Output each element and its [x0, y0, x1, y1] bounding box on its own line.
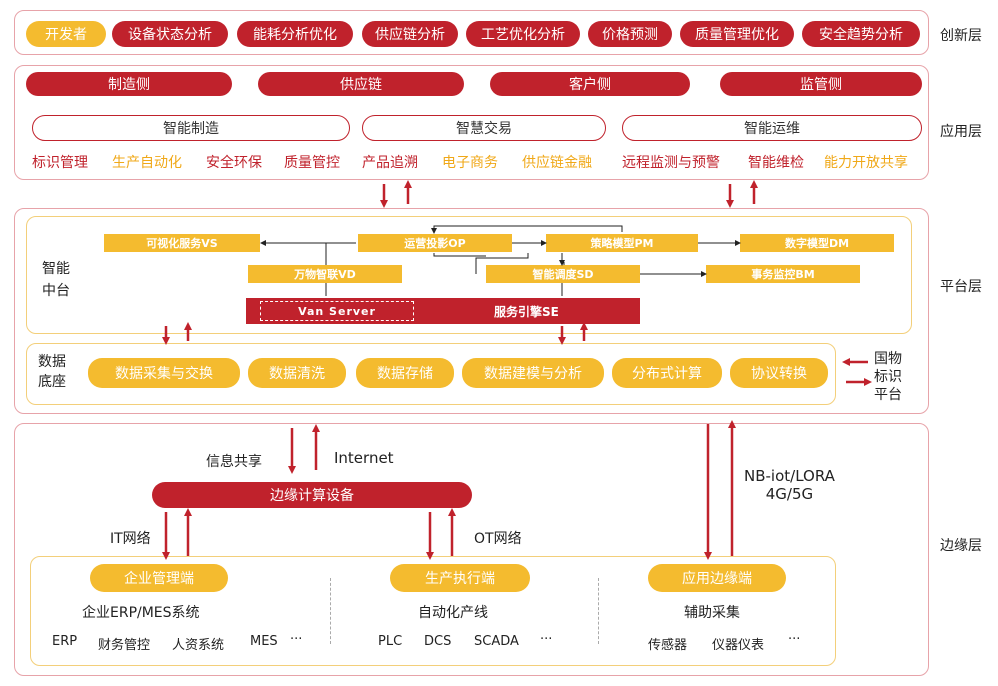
ot-network-label: OT网络	[474, 531, 522, 547]
van-server-box: Van Server	[260, 301, 414, 321]
enterprise-item: 人资系统	[172, 638, 225, 653]
national-id-platform-label: 国物 标识 平台	[874, 351, 902, 403]
edge-divider	[330, 578, 331, 644]
enterprise-item: ERP	[52, 634, 78, 649]
innovation-item: 设备状态分析	[112, 21, 228, 47]
platform-edge-arrows	[288, 424, 320, 474]
side-pill: 监管侧	[720, 72, 922, 96]
module-op: 运营投影OP	[358, 234, 512, 252]
data-base-label: 数据 底座	[38, 354, 66, 390]
module-flow-lines	[260, 225, 741, 296]
production-badge: 生产执行端	[390, 564, 530, 592]
platform-layer-box	[14, 208, 929, 414]
info-share-label: 信息共享	[206, 454, 262, 470]
innovation-layer-box	[14, 10, 929, 55]
app-edge-item: ···	[788, 632, 801, 647]
enterprise-title: 企业ERP/MES系统	[82, 605, 200, 621]
module-pm: 策略模型PM	[546, 234, 698, 252]
edge-divider	[598, 578, 599, 644]
nb-iot-label: NB-iot/LORA 4G/5G	[744, 467, 835, 503]
national-id-arrows	[842, 358, 872, 386]
side-pill: 客户侧	[490, 72, 690, 96]
data-base-item: 数据存储	[356, 358, 454, 388]
developer-pill: 开发者	[26, 21, 106, 47]
app-item: 远程监测与预警	[622, 155, 720, 171]
side-pill: 制造侧	[26, 72, 232, 96]
data-base-item: 数据建模与分析	[462, 358, 604, 388]
group-pill: 智能运维	[622, 115, 922, 141]
app-edge-item: 仪器仪表	[712, 638, 765, 653]
app-item: 供应链金融	[522, 155, 592, 171]
production-item: ···	[540, 632, 553, 647]
innovation-item: 能耗分析优化	[237, 21, 353, 47]
device-it-arrows	[162, 508, 192, 560]
layer-label-application: 应用层	[940, 124, 982, 140]
innovation-item: 工艺优化分析	[466, 21, 580, 47]
enterprise-badge: 企业管理端	[90, 564, 228, 592]
middle-platform-box	[26, 216, 912, 334]
middle-base-arrows-left	[162, 322, 192, 345]
application-layer-box	[14, 65, 929, 180]
middle-platform-label: 智能 中台	[42, 261, 70, 299]
data-base-item: 协议转换	[730, 358, 828, 388]
side-pill: 供应链	[258, 72, 464, 96]
app-item: 安全环保	[206, 155, 262, 171]
innovation-item: 安全趋势分析	[802, 21, 920, 47]
app-edge-item: 传感器	[648, 638, 688, 653]
innovation-item: 质量管理优化	[680, 21, 794, 47]
van-server-label: Van Server	[298, 304, 376, 318]
module-vd: 万物智联VD	[248, 265, 402, 283]
app-platform-arrows-right	[726, 180, 758, 208]
app-item: 生产自动化	[112, 155, 182, 171]
edge-layer-box	[14, 423, 929, 676]
production-title: 自动化产线	[418, 605, 488, 621]
service-engine-bar	[246, 298, 640, 324]
module-sd: 智能调度SD	[486, 265, 640, 283]
innovation-item: 供应链分析	[362, 21, 458, 47]
internet-label: Internet	[334, 449, 394, 467]
nb-iot-arrows	[704, 420, 736, 560]
enterprise-item: 财务管控	[98, 638, 151, 653]
edge-device-bar: 边缘计算设备	[152, 482, 472, 508]
app-item: 能力开放共享	[824, 155, 908, 171]
app-item: 质量管控	[284, 155, 340, 171]
innovation-item: 价格预测	[588, 21, 672, 47]
group-pill: 智能制造	[32, 115, 350, 141]
data-base-item: 数据清洗	[248, 358, 346, 388]
production-item: PLC	[378, 634, 403, 649]
app-item: 电子商务	[442, 155, 498, 171]
production-item: DCS	[424, 634, 452, 649]
layer-label-innovation: 创新层	[940, 28, 982, 44]
group-pill: 智慧交易	[362, 115, 606, 141]
layer-label-edge: 边缘层	[940, 538, 982, 554]
data-base-box	[26, 343, 836, 405]
app-item: 标识管理	[32, 155, 88, 171]
service-engine-label: 服务引擎SE	[494, 305, 559, 319]
enterprise-item: MES	[250, 634, 278, 649]
data-base-item: 数据采集与交换	[88, 358, 240, 388]
module-vs: 可视化服务VS	[104, 234, 260, 252]
app-item: 产品追溯	[362, 155, 418, 171]
app-platform-arrows-left	[380, 180, 412, 208]
layer-label-platform: 平台层	[940, 279, 982, 295]
module-dm: 数字模型DM	[740, 234, 894, 252]
app-item: 智能维检	[748, 155, 804, 171]
device-ot-arrows	[426, 508, 456, 560]
app-edge-title: 辅助采集	[684, 605, 740, 621]
app-edge-badge: 应用边缘端	[648, 564, 786, 592]
middle-base-arrows-center	[558, 322, 588, 345]
module-bm: 事务监控BM	[706, 265, 860, 283]
data-base-item: 分布式计算	[612, 358, 722, 388]
production-item: SCADA	[474, 634, 519, 649]
it-network-label: IT网络	[110, 531, 151, 547]
enterprise-item: ···	[290, 632, 303, 647]
